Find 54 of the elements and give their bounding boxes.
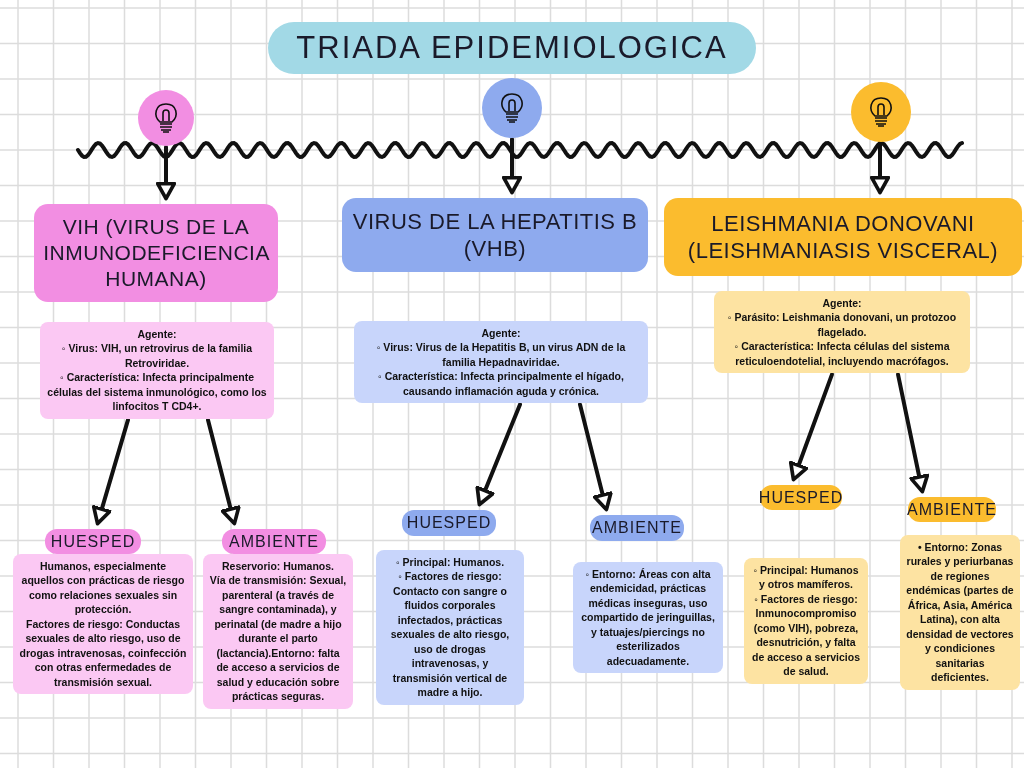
- body-text: ◦ Factores de riesgo: Inmunocompromiso (como VIH), pobreza, desnutrición, y falta de acceso a servicios de salud.: [751, 591, 861, 679]
- body-text: ◦ Entorno: Áreas con alta endemicidad, prácticas médicas inseguras, uso compartido de jeringuillas, y tatuajes/piercings no esterilizados adecuadamente.: [580, 567, 716, 669]
- heading-text: AMBIENTE: [229, 531, 319, 552]
- arrow: [896, 372, 930, 494]
- circle-node: [851, 82, 911, 142]
- card-heading: Agente:: [821, 296, 863, 311]
- info-card: [744, 558, 868, 684]
- body-text: ◦ Característica: Infecta principalmente células del sistema inmunológico, como los linfocitos T CD4+.: [46, 370, 268, 414]
- heading-text: LEISHMANIA DONOVANI (LEISHMANIASIS VISCERAL): [686, 209, 1000, 265]
- body-text: ◦ Virus: VIH, un retrovirus de la familia Retroviridae.: [60, 341, 254, 371]
- arrow: [475, 402, 522, 507]
- body-text: • Entorno: Zonas rurales y periurbanas de regiones endémicas (partes de África, Asia, América Latina), con alta densidad de vectores y condiciones sanitarias deficientes.: [906, 540, 1014, 685]
- arrow: [869, 141, 891, 195]
- info-card: [900, 535, 1020, 690]
- circle-node: [482, 78, 542, 138]
- arrow: [206, 417, 241, 526]
- body-text: ◦ Característica: Infecta principalmente el hígado, causando inflamación aguda y crónica.: [377, 369, 625, 399]
- heading-text: HUESPED: [758, 487, 844, 508]
- body-text: ◦ Principal: Humanos y otros mamíferos.: [752, 563, 860, 592]
- heading-text: HUESPED: [50, 531, 136, 552]
- info-card: [40, 322, 274, 419]
- arrow: [501, 137, 523, 195]
- card-heading: Agente:: [136, 327, 178, 342]
- heading-badge: [342, 198, 648, 272]
- arrow: [578, 402, 613, 512]
- heading-text: HUESPED: [406, 513, 492, 533]
- circle-node: [138, 90, 194, 146]
- body-text: ◦ Parásito: Leishmania donovani, un protozoo flagelado.: [726, 310, 958, 340]
- heading-text: VIRUS DE LA HEPATITIS B (VHB): [352, 207, 638, 263]
- heading-text: VIH (VIRUS DE LA INMUNODEFICIENCIA HUMANA): [43, 213, 269, 293]
- info-card: [376, 550, 524, 705]
- body-text: ◦ Principal: Humanos.: [394, 555, 506, 570]
- body-text: Factores de riesgo: Conductas sexuales de alto riesgo, uso de drogas intravenosas, coinfección con otras enfermedades de transmisión sexual.: [19, 616, 187, 690]
- arrow: [91, 417, 130, 526]
- category-tag: [45, 529, 141, 554]
- body-text: ◦ Factores de riesgo: Contacto con sangre o fluidos corporales infectados, prácticas sexuales de alto riesgo, uso de drogas intravenosas, y transmisión vertical de madre a hijo.: [389, 569, 511, 700]
- arrow: [788, 372, 834, 482]
- info-card: [714, 291, 970, 374]
- body-text: Reservorio: Humanos.: [221, 559, 335, 574]
- heading-badge: [34, 204, 278, 302]
- title-banner: TRIADA EPIDEMIOLOGICA: [268, 22, 756, 74]
- body-text: ◦ Característica: Infecta células del sistema reticuloendotelial, incluyendo macrófagos.: [733, 339, 951, 369]
- category-tag: [222, 529, 326, 554]
- heading-text: AMBIENTE: [592, 518, 682, 538]
- card-heading: Agente:: [480, 326, 522, 341]
- heading-badge: [664, 198, 1022, 276]
- body-text: Humanos, especialmente aquellos con prácticas de riesgo como relaciones sexuales sin protección.: [20, 559, 186, 617]
- body-text: Vía de transmisión: Sexual, parenteral (a través de sangre contaminada), y perinatal (de madre a hijo durante el parto (lactancia).Entorno: falta de acceso a servicios de salud y educación sobre prácticas seguras.: [209, 573, 347, 704]
- info-card: [573, 562, 723, 674]
- body-text: ◦ Virus: Virus de la Hepatitis B, un virus ADN de la familia Hepadnaviridae.: [375, 340, 627, 370]
- info-card: [203, 554, 353, 709]
- arrow: [155, 145, 177, 201]
- info-card: [13, 554, 193, 695]
- info-card: [354, 321, 648, 404]
